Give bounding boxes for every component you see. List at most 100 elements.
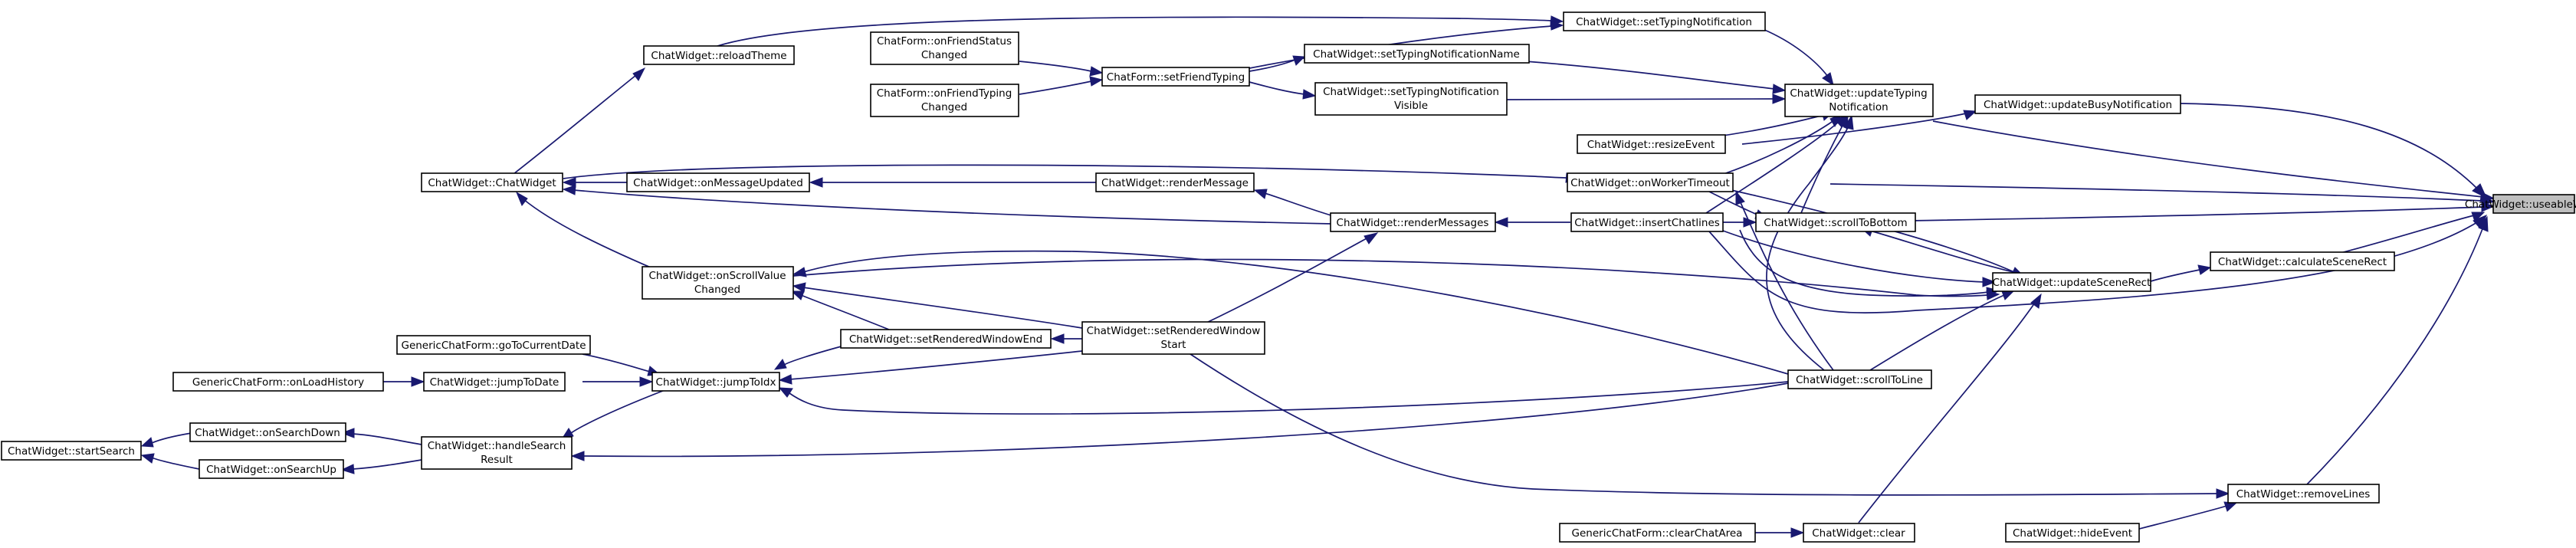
node-clearchatarea[interactable]: GenericChatForm::clearChatArea: [1559, 523, 1756, 543]
node-gotocurrentdate[interactable]: GenericChatForm::goToCurrentDate: [396, 335, 591, 355]
svg-text:Start: Start: [1161, 339, 1186, 351]
node-rendermessage[interactable]: ChatWidget::renderMessage: [1095, 172, 1255, 192]
svg-text:GenericChatForm::onLoadHistory: GenericChatForm::onLoadHistory: [192, 376, 364, 389]
edge-setrenderedwindowend-to-jumptoidx: [773, 344, 848, 370]
edge-hideevent-to-removelines: [2138, 501, 2238, 530]
node-onloadhistory[interactable]: GenericChatForm::onLoadHistory: [172, 372, 384, 392]
edge-chatwidget-to-reloadtheme: [513, 67, 646, 175]
node-scrolltoline[interactable]: ChatWidget::scrollToLine: [1787, 369, 1932, 389]
node-jumptodate[interactable]: ChatWidget::jumpToDate: [423, 372, 566, 392]
edge-scrolltoline-to-onscrollvaluechanged: [792, 250, 1789, 375]
node-updatetypingnotification[interactable]: ChatWidget::updateTyping Notification: [1784, 84, 1934, 117]
edge-settypingnotificationname-to-updatetypingnotification: [1524, 61, 1787, 94]
node-settypingnotificationvisible[interactable]: ChatWidget::setTypingNotification Visibl…: [1314, 82, 1508, 116]
edge-jumptoidx-to-handlesearchresult: [560, 389, 668, 440]
svg-text:Changed: Changed: [694, 284, 740, 296]
svg-text:ChatWidget::clear: ChatWidget::clear: [1812, 527, 1905, 540]
svg-text:ChatWidget::handleSearch: ChatWidget::handleSearch: [428, 440, 566, 452]
svg-text:ChatWidget::onScrollValue: ChatWidget::onScrollValue: [648, 270, 786, 282]
edge-rendermessages-to-chatwidget: [562, 185, 1332, 225]
edge-scrolltoline-to-handlesearchresult: [570, 382, 1789, 461]
edge-handlesearchresult-to-onsearchup: [340, 459, 422, 474]
edge-settypingnotification-to-updatetypingnotification: [1762, 28, 1834, 87]
node-clear[interactable]: ChatWidget::clear: [1803, 523, 1915, 543]
svg-text:ChatWidget::onWorkerTimeout: ChatWidget::onWorkerTimeout: [1570, 177, 1730, 189]
node-onsearchup[interactable]: ChatWidget::onSearchUp: [199, 459, 344, 479]
svg-text:GenericChatForm::goToCurrentDa: GenericChatForm::goToCurrentDate: [401, 340, 586, 352]
node-setrenderedwindowstart[interactable]: ChatWidget::setRenderedWindow Start: [1081, 321, 1265, 355]
svg-text:ChatWidget::resizeEvent: ChatWidget::resizeEvent: [1587, 139, 1715, 151]
edge-clearchatarea-to-clear: [1755, 527, 1805, 538]
svg-text:ChatWidget::setTypingNotificat: ChatWidget::setTypingNotification: [1576, 16, 1752, 28]
edge-onfriendstatuschanged-to-setfriendtyping: [1019, 61, 1104, 77]
node-jumptoidx[interactable]: ChatWidget::jumpToIdx: [651, 372, 780, 392]
svg-text:ChatWidget::updateSceneRect: ChatWidget::updateSceneRect: [1993, 277, 2151, 289]
node-updatebusynotification[interactable]: ChatWidget::updateBusyNotification: [1974, 94, 2181, 114]
edge-insertchatlines-to-updatescenerect: [1716, 228, 1997, 287]
svg-text:ChatWidget::onSearchUp: ChatWidget::onSearchUp: [206, 464, 336, 476]
svg-text:Changed: Changed: [921, 101, 967, 113]
svg-text:ChatWidget::renderMessages: ChatWidget::renderMessages: [1337, 217, 1489, 229]
svg-text:GenericChatForm::clearChatArea: GenericChatForm::clearChatArea: [1572, 527, 1743, 540]
edge-removelines-to-updatescenerect: [1739, 229, 2000, 297]
node-insertchatlines[interactable]: ChatWidget::insertChatlines: [1570, 212, 1724, 232]
edge-updatescenerect-to-calculatescenerect: [2150, 264, 2212, 282]
svg-text:ChatWidget::scrollToBottom: ChatWidget::scrollToBottom: [1764, 217, 1907, 229]
node-onworkertimeout[interactable]: ChatWidget::onWorkerTimeout: [1567, 172, 1734, 192]
svg-text:ChatWidget::jumpToIdx: ChatWidget::jumpToIdx: [656, 376, 776, 389]
node-handlesearchresult[interactable]: ChatWidget::handleSearch Result: [421, 436, 573, 470]
node-scrolltobottom[interactable]: ChatWidget::scrollToBottom: [1755, 212, 1916, 232]
edge-resizeevent-to-updatebusynotification: [1741, 110, 1977, 145]
node-hideevent[interactable]: ChatWidget::hideEvent: [2005, 523, 2140, 543]
svg-text:ChatWidget::removeLines: ChatWidget::removeLines: [2236, 488, 2371, 500]
edge-scrolltobottom-to-useablewidth: [1862, 202, 2496, 222]
node-setfriendtyping[interactable]: ChatForm::setFriendTyping: [1101, 67, 1250, 87]
node-onmessageupdated[interactable]: ChatWidget::onMessageUpdated: [626, 172, 810, 192]
node-settypingnotification[interactable]: ChatWidget::setTypingNotification: [1563, 11, 1766, 31]
svg-text:ChatWidget::updateBusyNotifica: ChatWidget::updateBusyNotification: [1984, 99, 2172, 111]
node-resizeevent[interactable]: ChatWidget::resizeEvent: [1577, 134, 1726, 154]
edge-rendermessage-to-onmessageupdated: [809, 177, 1096, 188]
edge-calculatescenerect-to-useablewidth: [2340, 212, 2486, 254]
edge-settypingnotificationvisible-to-updatetypingnotification: [1505, 94, 1787, 104]
edge-setrenderedwindowstart-to-jumptoidx: [778, 350, 1083, 385]
node-rendermessages[interactable]: ChatWidget::renderMessages: [1330, 212, 1496, 232]
svg-text:Changed: Changed: [921, 49, 967, 61]
edge-gotocurrentdate-to-jumptoidx: [582, 353, 661, 376]
edge-scrolltoline-to-updatetypingnotification: [1766, 114, 1854, 371]
edge-onsearchup-to-startsearch: [140, 453, 200, 470]
node-chatwidget-constructor[interactable]: ChatWidget::ChatWidget: [421, 172, 563, 192]
svg-text:ChatForm::setFriendTyping: ChatForm::setFriendTyping: [1107, 71, 1245, 84]
svg-text:ChatWidget::ChatWidget: ChatWidget::ChatWidget: [428, 177, 556, 189]
svg-text:ChatWidget::insertChatlines: ChatWidget::insertChatlines: [1574, 217, 1720, 229]
node-settypingnotificationname[interactable]: ChatWidget::setTypingNotificationName: [1304, 44, 1530, 64]
edge-updatetypingnotification-to-useablewidth: [1932, 120, 2496, 202]
edge-setrenderedwindowstart-to-onscrollvaluechanged: [792, 282, 1083, 329]
node-startsearch[interactable]: ChatWidget::startSearch: [1, 441, 142, 461]
edge-setrenderedwindowstart-to-setrenderedwindowend: [1050, 333, 1082, 344]
svg-text:ChatWidget::setRenderedWindow: ChatWidget::setRenderedWindow: [1087, 325, 1261, 337]
node-updatescenerect[interactable]: ChatWidget::updateSceneRect: [1992, 272, 2151, 292]
svg-text:ChatForm::onFriendTyping: ChatForm::onFriendTyping: [877, 87, 1012, 100]
edge-setfriendtyping-to-settypingnotificationname: [1249, 55, 1306, 72]
node-useablewidth[interactable]: ChatWidget::useableWidth: [2465, 194, 2576, 214]
node-onscrollvaluechanged[interactable]: ChatWidget::onScrollValue Changed: [642, 266, 794, 300]
svg-text:ChatWidget::useableWidth: ChatWidget::useableWidth: [2465, 199, 2576, 211]
svg-text:ChatWidget::setTypingNotificat: ChatWidget::setTypingNotificationName: [1313, 48, 1520, 61]
edge-removelines-to-useablewidth: [2306, 215, 2489, 485]
svg-text:Visible: Visible: [1394, 100, 1428, 112]
node-onfriendtypingchanged[interactable]: ChatForm::onFriendTyping Changed: [870, 84, 1019, 117]
edge-scrolltoline-to-jumptoidx: [778, 381, 1789, 415]
node-calculatescenerect[interactable]: ChatWidget::calculateSceneRect: [2210, 251, 2395, 271]
node-onsearchdown[interactable]: ChatWidget::onSearchDown: [189, 422, 346, 442]
svg-text:ChatWidget::jumpToDate: ChatWidget::jumpToDate: [430, 376, 560, 389]
edge-scrolltoline-to-onworkertimeout: [1735, 190, 1834, 371]
edge-setrenderedwindowend-to-onscrollvaluechanged: [790, 290, 890, 330]
svg-text:ChatWidget::onSearchDown: ChatWidget::onSearchDown: [195, 427, 340, 439]
node-onfriendstatuschanged[interactable]: ChatForm::onFriendStatus Changed: [870, 31, 1019, 65]
node-removelines[interactable]: ChatWidget::removeLines: [2227, 484, 2380, 504]
node-reloadtheme[interactable]: ChatWidget::reloadTheme: [643, 45, 795, 65]
edge-onscrollvaluechanged-to-updatescenerect: [792, 258, 2000, 300]
node-setrenderedwindowend[interactable]: ChatWidget::setRenderedWindowEnd: [840, 329, 1052, 349]
